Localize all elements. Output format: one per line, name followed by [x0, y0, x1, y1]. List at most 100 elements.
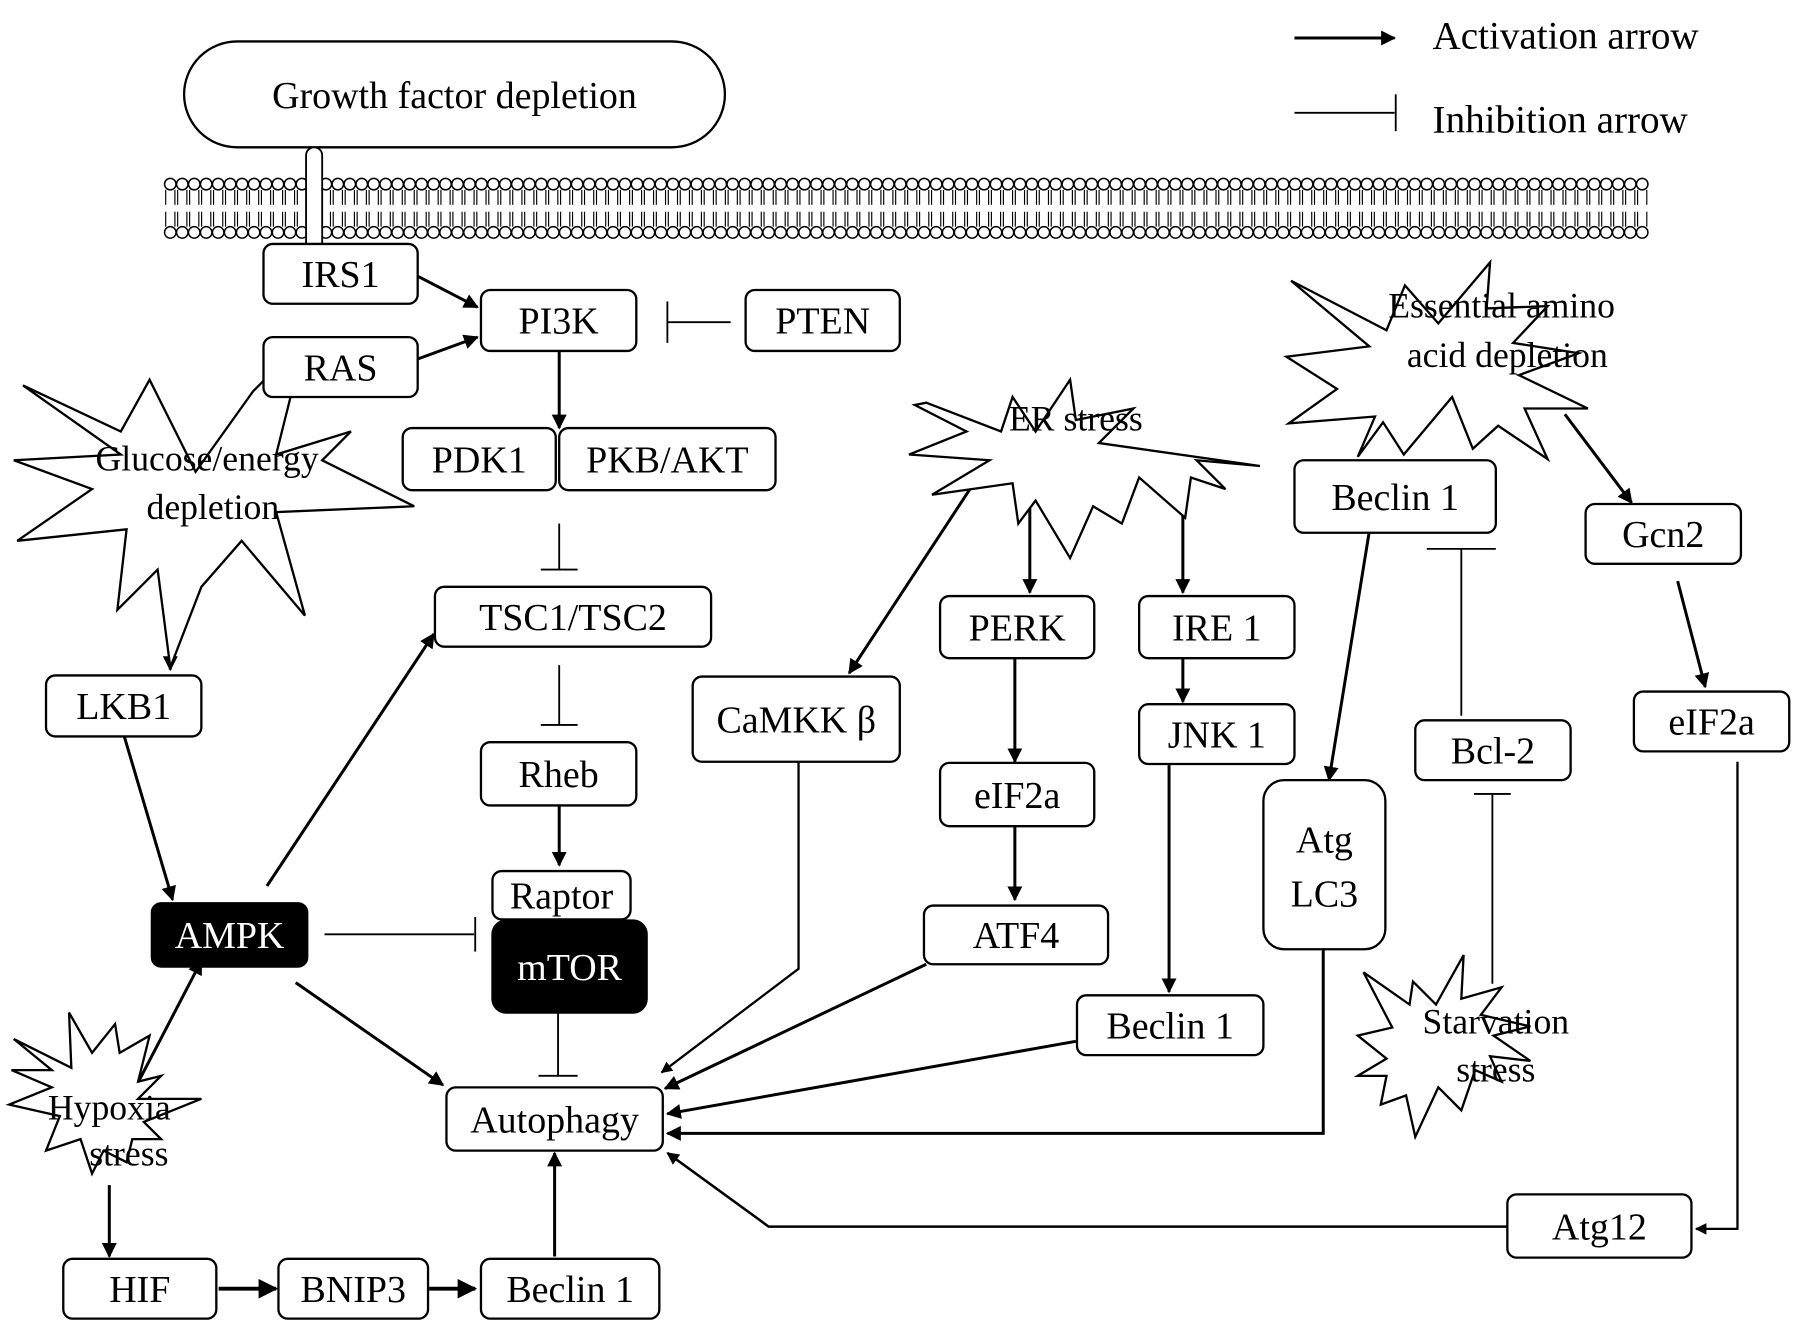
lipid-head	[546, 225, 560, 239]
lipid-head	[1001, 177, 1015, 191]
lipid-head	[1336, 225, 1350, 239]
node-autophagy-label: Autophagy	[470, 1099, 639, 1141]
lipid-head	[1480, 225, 1494, 239]
lipid-head	[1121, 225, 1135, 239]
lipid-head	[1396, 225, 1410, 239]
lipid-head	[558, 177, 572, 191]
lipid-head	[498, 177, 512, 191]
lipid-head	[642, 225, 656, 239]
edge-ras-pi3k	[417, 334, 479, 361]
lipid-head	[223, 177, 237, 191]
lipid-head	[1432, 225, 1446, 239]
lipid-head	[1085, 225, 1099, 239]
lipid-head	[1348, 225, 1362, 239]
lipid-head	[1432, 177, 1446, 191]
lipid-head	[786, 177, 800, 191]
lipid-head	[798, 177, 812, 191]
lipid-head	[1384, 177, 1398, 191]
lipid-head	[1288, 225, 1302, 239]
lipid-head	[163, 225, 177, 239]
lipid-head	[1276, 225, 1290, 239]
lipid-head	[654, 225, 668, 239]
node-rheb: Rheb	[479, 741, 638, 807]
lipid-head	[881, 177, 895, 191]
node-irs1: IRS1	[262, 242, 419, 305]
lipid-head	[1109, 177, 1123, 191]
lipid-head	[965, 225, 979, 239]
lipid-head	[869, 177, 883, 191]
lipid-head	[941, 177, 955, 191]
lipid-head	[1420, 225, 1434, 239]
lipid-head	[283, 177, 297, 191]
edge-aa-gcn2	[1563, 413, 1633, 505]
lipid-head	[1061, 177, 1075, 191]
svg-text:Growth factor depletion: Growth factor depletion	[272, 75, 637, 117]
lipid-head	[1037, 177, 1051, 191]
lipid-head	[726, 177, 740, 191]
lipid-head	[570, 225, 584, 239]
node-atg12-label: Atg12	[1552, 1206, 1647, 1248]
lipid-head	[702, 225, 716, 239]
lipid-head	[1001, 225, 1015, 239]
lipid-head	[1300, 225, 1314, 239]
lipid-head	[1623, 177, 1637, 191]
edge-atf4-autophagy	[663, 962, 927, 1090]
lipid-head	[534, 177, 548, 191]
lipid-head	[1121, 177, 1135, 191]
lipid-head	[247, 225, 261, 239]
lipid-head	[1073, 177, 1087, 191]
hypoxia-stress-stimulus: Hypoxia stress	[5, 1011, 202, 1177]
node-gcn2: Gcn2	[1584, 502, 1743, 565]
lipid-head	[845, 177, 859, 191]
lipid-head	[367, 177, 381, 191]
lipid-head	[474, 225, 488, 239]
lipid-head	[893, 177, 907, 191]
lipid-head	[1324, 177, 1338, 191]
lipid-head	[546, 177, 560, 191]
lipid-head	[271, 225, 285, 239]
lipid-head	[618, 225, 632, 239]
lipid-head	[163, 177, 177, 191]
lipid-head	[1384, 225, 1398, 239]
lipid-head	[1192, 225, 1206, 239]
glucose-energy-depletion-stimulus: Glucose/energy depletion	[13, 335, 415, 668]
lipid-head	[462, 225, 476, 239]
lipid-head	[1527, 177, 1541, 191]
lipid-head	[379, 177, 393, 191]
lipid-head	[1276, 177, 1290, 191]
edge-eif2a-atg12	[1694, 761, 1739, 1235]
lipid-head	[726, 225, 740, 239]
lipid-head	[762, 225, 776, 239]
lipid-head	[1444, 177, 1458, 191]
svg-text:stress: stress	[89, 1134, 168, 1174]
lipid-head	[738, 225, 752, 239]
node-hif: HIF	[62, 1257, 218, 1320]
node-bcl2: Bcl-2	[1414, 719, 1572, 782]
lipid-head	[331, 177, 345, 191]
lipid-head	[630, 225, 644, 239]
edge-beclin1er-autophagy	[665, 1039, 1077, 1119]
lipid-head	[415, 225, 429, 239]
lipid-head	[1300, 177, 1314, 191]
lipid-head	[1504, 225, 1518, 239]
lipid-head	[1013, 177, 1027, 191]
lipid-head	[917, 225, 931, 239]
lipid-head	[977, 177, 991, 191]
lipid-head	[1252, 177, 1266, 191]
lipid-head	[462, 177, 476, 191]
node-eif2a-er-label: eIF2a	[974, 775, 1061, 817]
node-atf4-label: ATF4	[973, 915, 1060, 957]
node-perk-label: PERK	[969, 607, 1067, 649]
starvation-stress-stimulus: Starvation stress	[1353, 954, 1569, 1141]
lipid-head	[403, 177, 417, 191]
lipid-head	[283, 225, 297, 239]
lipid-head	[450, 177, 464, 191]
lipid-head	[857, 225, 871, 239]
lipid-head	[403, 225, 417, 239]
lipid-head	[750, 177, 764, 191]
node-ampk: AMPK	[150, 902, 309, 968]
edge-ampk-autophagy	[294, 981, 445, 1087]
lipid-head	[486, 177, 500, 191]
lipid-head	[474, 177, 488, 191]
